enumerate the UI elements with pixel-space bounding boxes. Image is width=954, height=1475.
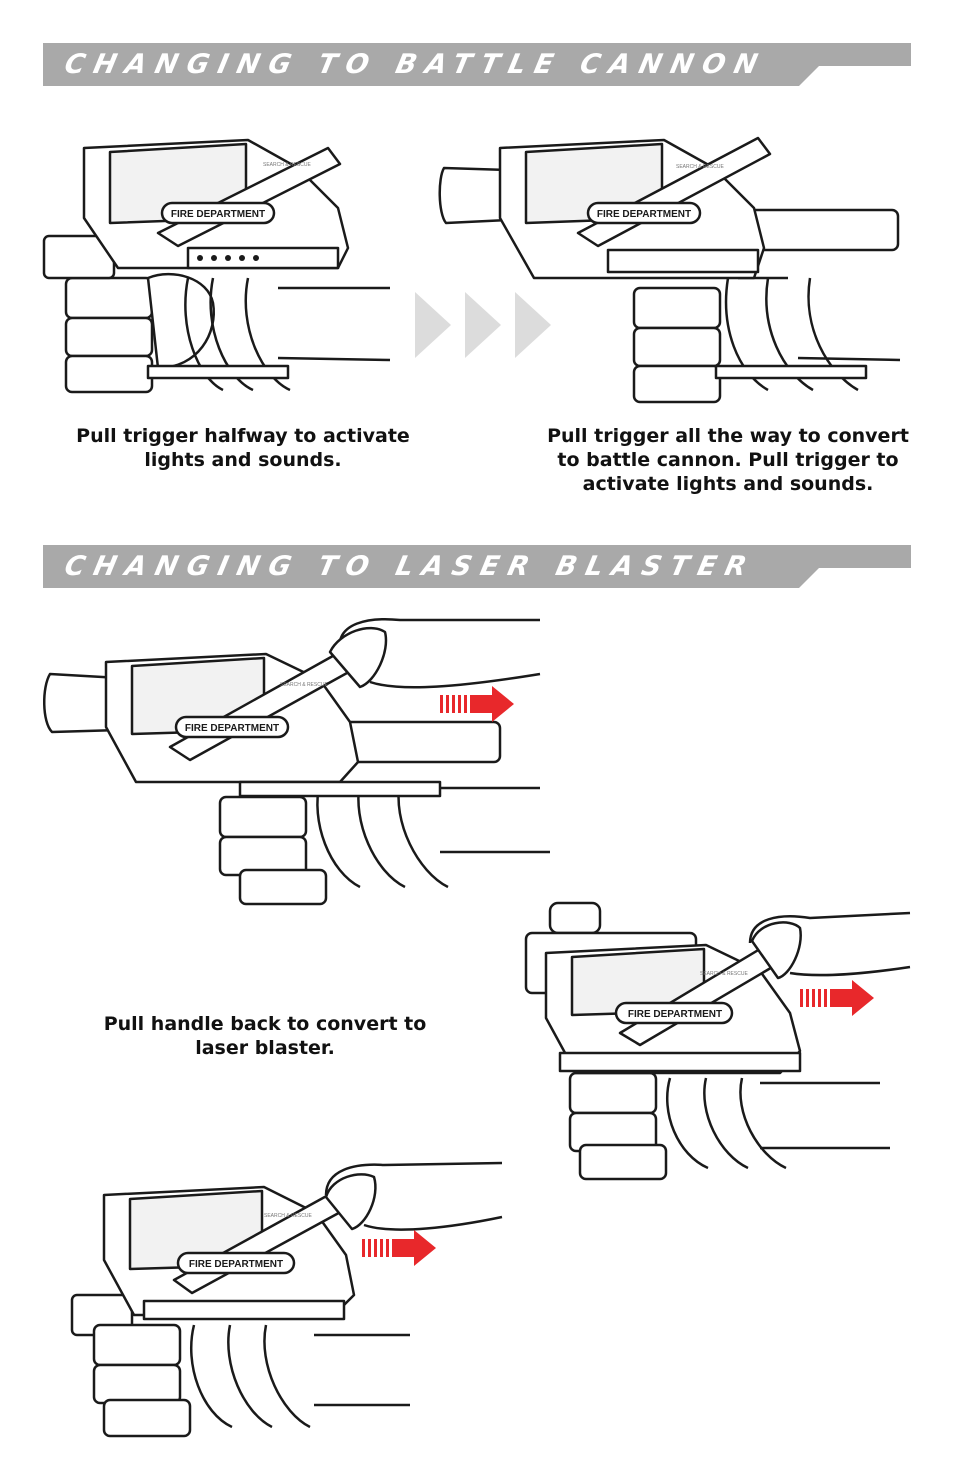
section-banner-laser-blaster: Changing to Laser Blaster	[43, 545, 911, 588]
blaster-icon: FIRE DEPARTMENT SEARCH & RESCUE	[42, 138, 391, 394]
blaster-figure-pull-1: FIRE DEPARTMENT SEARCH & RESCUE	[40, 612, 550, 912]
banner-shape	[43, 545, 911, 588]
pull-direction-arrow	[440, 686, 516, 722]
search-rescue-label: SEARCH & RESCUE	[263, 162, 311, 168]
blaster-icon: FIRE DEPARTMENT SEARCH & RESCUE	[524, 901, 911, 1181]
fire-department-label: FIRE DEPARTMENT	[628, 1009, 722, 1020]
arrow-right-icon	[440, 686, 514, 722]
blaster-figure-cannon: FIRE DEPARTMENT SEARCH & RESCUE	[438, 128, 908, 408]
search-rescue-label: SEARCH & RESCUE	[676, 164, 724, 170]
blaster-icon: FIRE DEPARTMENT SEARCH & RESCUE	[42, 618, 550, 906]
arrow-right-icon	[362, 1230, 436, 1266]
chevron-right-icon	[415, 292, 551, 358]
blaster-icon: FIRE DEPARTMENT SEARCH & RESCUE	[438, 136, 901, 404]
section-title: Changing to Laser Blaster	[61, 551, 759, 582]
progress-chevrons	[415, 292, 555, 358]
section-banner-battle-cannon: Changing to Battle Cannon	[43, 43, 911, 86]
caption-all-the-way: Pull trigger all the way to convert to b…	[547, 425, 909, 495]
caption-halfway: Pull trigger halfway to activate lights …	[76, 425, 410, 471]
arrow-right-icon	[800, 980, 874, 1016]
caption-handle-back: Pull handle back to convert to laser bla…	[103, 1013, 427, 1059]
fire-department-label: FIRE DEPARTMENT	[189, 1259, 283, 1270]
blaster-figure-pull-2: FIRE DEPARTMENT SEARCH & RESCUE	[520, 893, 915, 1183]
search-rescue-label: SEARCH & RESCUE	[264, 1213, 312, 1219]
banner-shape	[43, 43, 911, 86]
pull-direction-arrow	[362, 1230, 438, 1266]
search-rescue-label: SEARCH & RESCUE	[280, 682, 328, 688]
pull-direction-arrow	[800, 980, 876, 1016]
blaster-figure-base: FIRE DEPARTMENT SEARCH & RESCUE	[38, 128, 398, 398]
fire-department-label: FIRE DEPARTMENT	[171, 209, 265, 220]
blaster-figure-pull-3: FIRE DEPARTMENT SEARCH & RESCUE	[64, 1155, 514, 1455]
section-title: Changing to Battle Cannon	[61, 49, 770, 80]
blaster-icon: FIRE DEPARTMENT SEARCH & RESCUE	[70, 1161, 503, 1438]
fire-department-label: FIRE DEPARTMENT	[597, 209, 691, 220]
search-rescue-label: SEARCH & RESCUE	[700, 971, 748, 977]
fire-department-label: FIRE DEPARTMENT	[185, 723, 279, 734]
